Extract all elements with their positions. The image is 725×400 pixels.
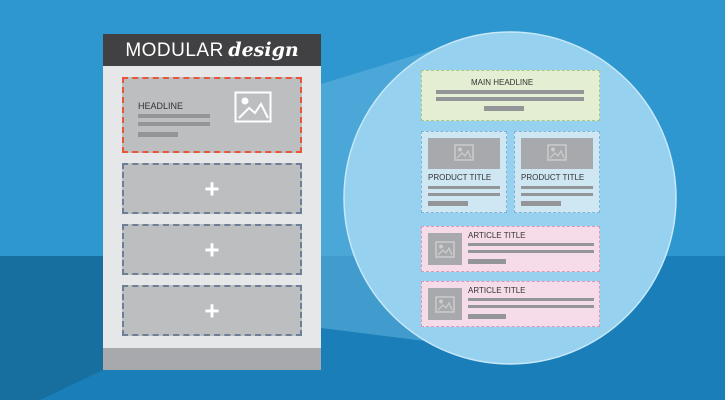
headline-label: HEADLINE	[138, 101, 184, 111]
text-line	[521, 186, 593, 189]
article-image	[428, 233, 462, 265]
text-line-short	[468, 259, 506, 264]
image-icon	[547, 144, 567, 161]
text-line	[428, 193, 500, 196]
plus-icon[interactable]: +	[204, 294, 220, 325]
main-headline-module: MAIN HEADLINE	[421, 70, 600, 121]
image-icon	[454, 144, 474, 161]
text-line	[468, 250, 594, 253]
product-title-label: PRODUCT TITLE	[521, 173, 585, 182]
text-line-short	[138, 132, 178, 137]
plus-icon[interactable]: +	[204, 233, 220, 264]
document-title-accent: design	[228, 39, 299, 61]
article-image	[428, 288, 462, 320]
product-title-label: PRODUCT TITLE	[428, 173, 492, 182]
text-line	[138, 114, 210, 118]
product-module-1: PRODUCT TITLE	[421, 131, 507, 213]
document-shadow	[0, 256, 103, 400]
plus-icon[interactable]: +	[204, 172, 220, 203]
text-line	[468, 243, 594, 246]
text-line-short	[484, 106, 524, 111]
empty-module-2[interactable]: +	[122, 224, 302, 275]
text-line-short	[428, 201, 468, 206]
headline-module[interactable]: HEADLINE	[122, 77, 302, 153]
text-line	[468, 305, 594, 308]
document-title-main: MODULAR	[125, 40, 224, 61]
empty-module-1[interactable]: +	[122, 163, 302, 214]
article-module-2: ARTICLE TITLE	[421, 281, 600, 327]
image-icon	[435, 241, 455, 258]
main-headline-label: MAIN HEADLINE	[471, 78, 534, 87]
text-line	[138, 122, 210, 126]
modular-document: MODULAR design HEADLINE + + +	[103, 34, 321, 370]
image-icon	[234, 91, 272, 123]
text-line	[521, 193, 593, 196]
document-footer	[103, 348, 321, 370]
article-module-1: ARTICLE TITLE	[421, 226, 600, 272]
product-module-2: PRODUCT TITLE	[514, 131, 600, 213]
document-header: MODULAR design	[103, 34, 321, 66]
text-line	[436, 97, 584, 101]
text-line-short	[521, 201, 561, 206]
product-image	[428, 138, 500, 169]
text-line-short	[468, 314, 506, 319]
product-image	[521, 138, 593, 169]
text-line	[468, 298, 594, 301]
empty-module-3[interactable]: +	[122, 285, 302, 336]
image-icon	[435, 296, 455, 313]
article-title-label: ARTICLE TITLE	[468, 231, 526, 240]
text-line	[436, 90, 584, 94]
text-line	[428, 186, 500, 189]
article-title-label: ARTICLE TITLE	[468, 286, 526, 295]
